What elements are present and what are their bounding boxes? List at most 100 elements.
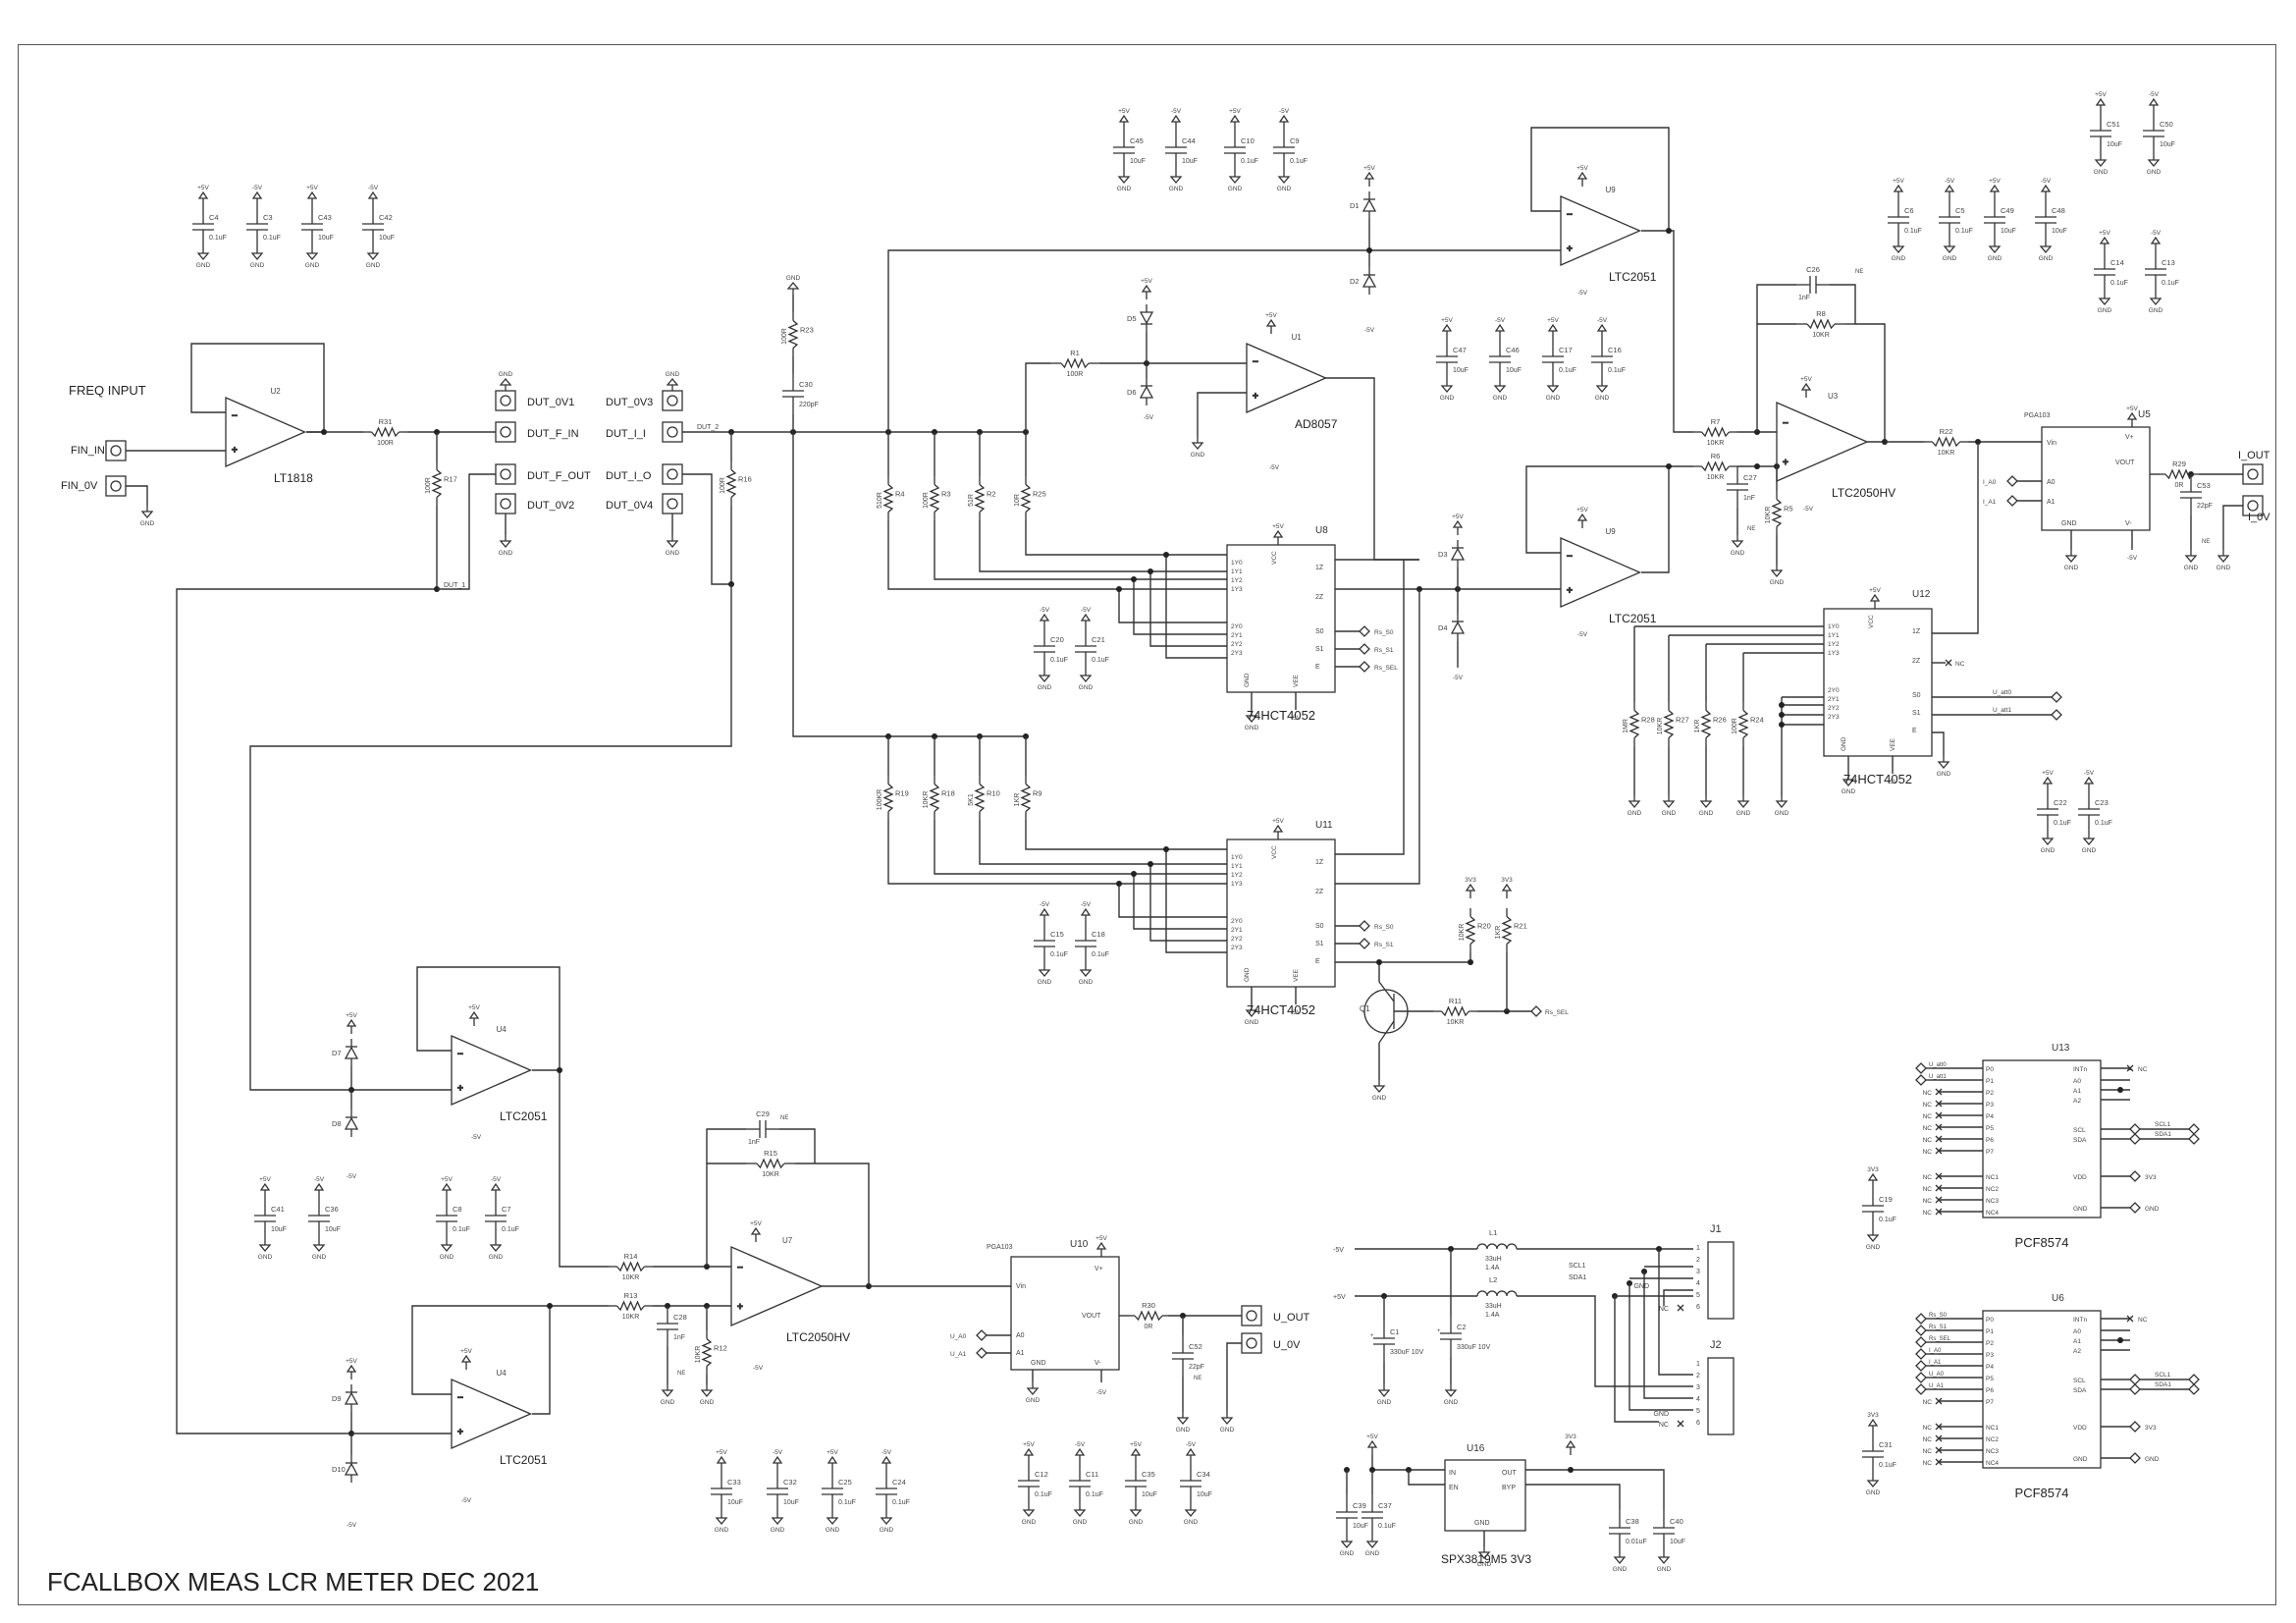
capacitor [1796, 276, 1830, 294]
capacitor-value: 10uF [325, 1226, 341, 1233]
pcf-pin: A2 [2073, 1348, 2081, 1355]
wire [1133, 579, 1227, 635]
capacitor [782, 373, 804, 414]
net-label: U_A0 [950, 1333, 967, 1340]
resistor-value: 100R [781, 328, 788, 345]
resistor [1771, 491, 1783, 535]
power-rail-symbol [1596, 323, 1608, 339]
resistor [929, 476, 940, 520]
ground-label: GND [661, 1399, 675, 1406]
inductor [1476, 1290, 1518, 1297]
capacitor [436, 1198, 457, 1239]
capacitor-designator: C48 [2052, 206, 2065, 215]
resistor [1020, 776, 1032, 820]
ground-symbol [786, 281, 800, 295]
capacitor-value: 10uF [318, 235, 334, 242]
nc-label: NC [1923, 1186, 1933, 1193]
wire [1530, 127, 1670, 232]
capacitor-designator: C46 [1506, 346, 1520, 354]
power-rail-symbol [1039, 907, 1050, 923]
rail-label: -5V [2041, 178, 2052, 185]
net-flag [2006, 495, 2018, 507]
pin-number: 6 [1696, 1304, 1700, 1311]
rail-label: +5V [2042, 770, 2054, 777]
resistor-value: 100R [425, 477, 432, 494]
pcf-pin: P6 [1986, 1387, 1994, 1394]
ground-label: GND [1022, 1519, 1037, 1526]
net-flag [1915, 1348, 1927, 1360]
net-label: SCL1 [2155, 1372, 2171, 1379]
resistor [2160, 468, 2199, 480]
opamp-part: LTC2050HV [786, 1330, 850, 1344]
ground-label: GND [1340, 1550, 1355, 1557]
junction-dot [1779, 702, 1785, 708]
capacitor [308, 1198, 330, 1239]
junction-dot [1666, 228, 1672, 234]
ground-label: GND [2184, 565, 2199, 571]
capacitor [1125, 1463, 1147, 1504]
capacitor-value: 10uF [2001, 228, 2016, 235]
capacitor-designator: C40 [1670, 1517, 1683, 1526]
net-flag [1915, 1383, 1927, 1395]
resistor-designator: R2 [987, 490, 996, 499]
ground-label: GND [2149, 307, 2163, 314]
ground-symbol [1079, 670, 1093, 683]
net-label: Rs_S0 [1374, 924, 1394, 931]
pcf-pin: A0 [2073, 1328, 2081, 1335]
capacitor-value: 0.1uF [209, 235, 227, 242]
pcf-pin: P4 [1986, 1364, 1994, 1371]
no-connect-mark [1935, 1100, 1943, 1108]
dut-i-o-connector [662, 463, 683, 485]
resistor-value: 100R [377, 440, 394, 447]
no-connect-mark [1935, 1111, 1943, 1119]
power-rail-symbol [1867, 1172, 1879, 1188]
not-equipped-label: NE [780, 1115, 788, 1121]
resistor [1924, 436, 1968, 448]
dut-0v1-label: DUT_0V1 [527, 397, 574, 408]
nc-label: NC [1923, 1210, 1933, 1217]
ground-label: GND [2216, 565, 2231, 571]
capacitor-designator: C19 [1879, 1195, 1893, 1204]
power-rail-symbol [1565, 1439, 1576, 1455]
resistor [929, 776, 940, 820]
wire [1525, 465, 1670, 573]
ldo-part: SPX3819M5 3V3 [1441, 1552, 1531, 1566]
ground-label: GND [2082, 847, 2097, 854]
ground-label: GND [771, 1527, 785, 1534]
diode [344, 1039, 359, 1066]
ground-symbol [1176, 1412, 1190, 1426]
diode [344, 1455, 359, 1483]
rail-label: -5V [1577, 290, 1588, 297]
inductor-value: 33uH [1485, 1303, 1502, 1310]
net-label: Rs_S1 [1929, 1325, 1948, 1330]
ground-symbol [2149, 293, 2163, 306]
ground-label: GND [366, 262, 381, 269]
rail-label: -5V [1269, 464, 1280, 471]
wire [1335, 560, 1405, 855]
capacitor-value: 0.1uF [453, 1226, 470, 1233]
u-0v-connector [1241, 1332, 1262, 1354]
minus-sign: − [232, 411, 238, 422]
ground-symbol [312, 1239, 326, 1253]
net-label: U_att0 [1993, 689, 2012, 696]
ground-label: GND [1073, 1519, 1088, 1526]
power-rail-symbol [197, 190, 209, 206]
diode [1362, 191, 1377, 219]
resistor-value: 10KR [1459, 924, 1466, 942]
opamp-designator: U1 [1292, 333, 1303, 342]
opamp-u2: −+ [225, 397, 307, 467]
ground-symbol [1372, 1080, 1386, 1094]
wire [249, 584, 732, 1091]
junction-dot [1666, 463, 1672, 469]
capacitor-value: 10uF [1506, 367, 1522, 374]
diode [1362, 267, 1377, 295]
rail-label: -5V [1075, 1441, 1086, 1448]
pin-number: 1 [1696, 1361, 1700, 1368]
pcf-pin: NC2 [1986, 1436, 1999, 1443]
pga-pin: VOUT [2115, 460, 2135, 466]
u-0v-label: U_0V [1273, 1339, 1301, 1351]
wire [1197, 392, 1247, 437]
capacitor-designator: C3 [263, 213, 273, 222]
capacitor-designator: C44 [1182, 136, 1196, 145]
capacitor-designator: C47 [1453, 346, 1467, 354]
